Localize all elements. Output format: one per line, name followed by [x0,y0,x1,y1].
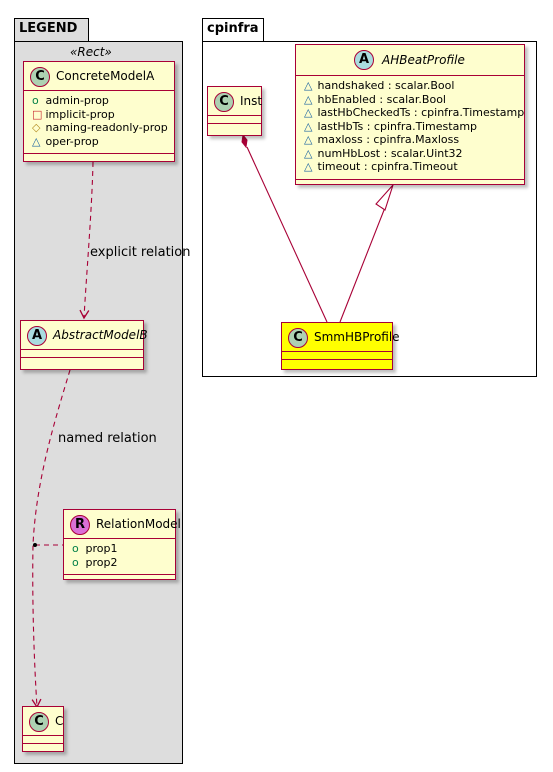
class-name: ConcreteModelA [56,69,155,83]
attribute-row: o prop2 [72,555,118,569]
attribute-row: o admin-prop [32,94,109,107]
class-name: SmmHBProfile [314,330,400,344]
class-badge: C [29,712,49,732]
legend-package-tab: LEGEND [14,18,89,42]
class-ahbeat-profile[interactable]: A AHBeatProfile △ handshaked : scalar.Bo… [295,44,525,185]
attribute-list: o prop1 o prop2 [64,538,175,574]
named-relation-label: named relation [58,431,157,446]
generalization-triangle [375,184,394,211]
explicit-relation-label: explicit relation [90,245,191,260]
attribute-row: o prop1 [72,542,118,555]
attribute-list: △ handshaked : scalar.Bool △ hbEnabled :… [296,75,524,179]
class-badge: C [30,67,50,87]
class-badge: C [214,92,234,112]
attribute-row: △ numHbLost : scalar.Uint32 [304,146,463,160]
class-name: Inst [240,94,263,108]
attribute-row: △ oper-prop [32,134,99,148]
legend-package-title: LEGEND [19,21,78,36]
class-name: AbstractModelB [53,328,148,342]
attribute-row: ◇ naming-readonly-prop [32,121,168,134]
class-name: C [55,714,64,728]
attribute-row: △ maxloss : cpinfra.Maxloss [304,133,460,146]
class-c[interactable]: C C [22,706,64,752]
composition-edge [246,146,328,323]
attribute-list: o admin-prop □ implicit-prop ◇ naming-re… [24,90,174,153]
cpinfra-package-title: cpinfra [207,21,259,36]
class-badge: A [27,326,47,346]
class-inst[interactable]: C Inst [207,86,262,136]
class-concrete-model-a[interactable]: C ConcreteModelA o admin-prop □ implicit… [23,61,175,162]
class-badge: C [288,328,308,348]
class-smm-hb-profile[interactable]: C SmmHBProfile [281,322,400,370]
legend-stereotype: «Rect» [70,45,112,59]
attribute-row: △ timeout : cpinfra.Timeout [304,160,458,173]
attribute-row: △ handshaked : scalar.Bool [304,79,455,92]
attribute-row: △ lastHbCheckedTs : cpinfra.Timestamp [304,106,525,119]
cpinfra-package [202,41,537,377]
class-name: AHBeatProfile [382,53,465,67]
class-relation-model[interactable]: R RelationModel o prop1 o prop2 [63,509,181,580]
generalization-edge [339,204,387,323]
cpinfra-package-tab: cpinfra [202,18,264,42]
class-badge: R [70,515,90,535]
attribute-row: △ hbEnabled : scalar.Bool [304,92,446,106]
attribute-row: □ implicit-prop [32,107,115,121]
class-abstract-model-b[interactable]: A AbstractModelB [20,320,148,370]
composition-diamond [241,133,248,149]
attribute-row: △ lastHbTs : cpinfra.Timestamp [304,119,478,133]
class-name: RelationModel [96,517,181,531]
class-badge: A [354,50,374,70]
